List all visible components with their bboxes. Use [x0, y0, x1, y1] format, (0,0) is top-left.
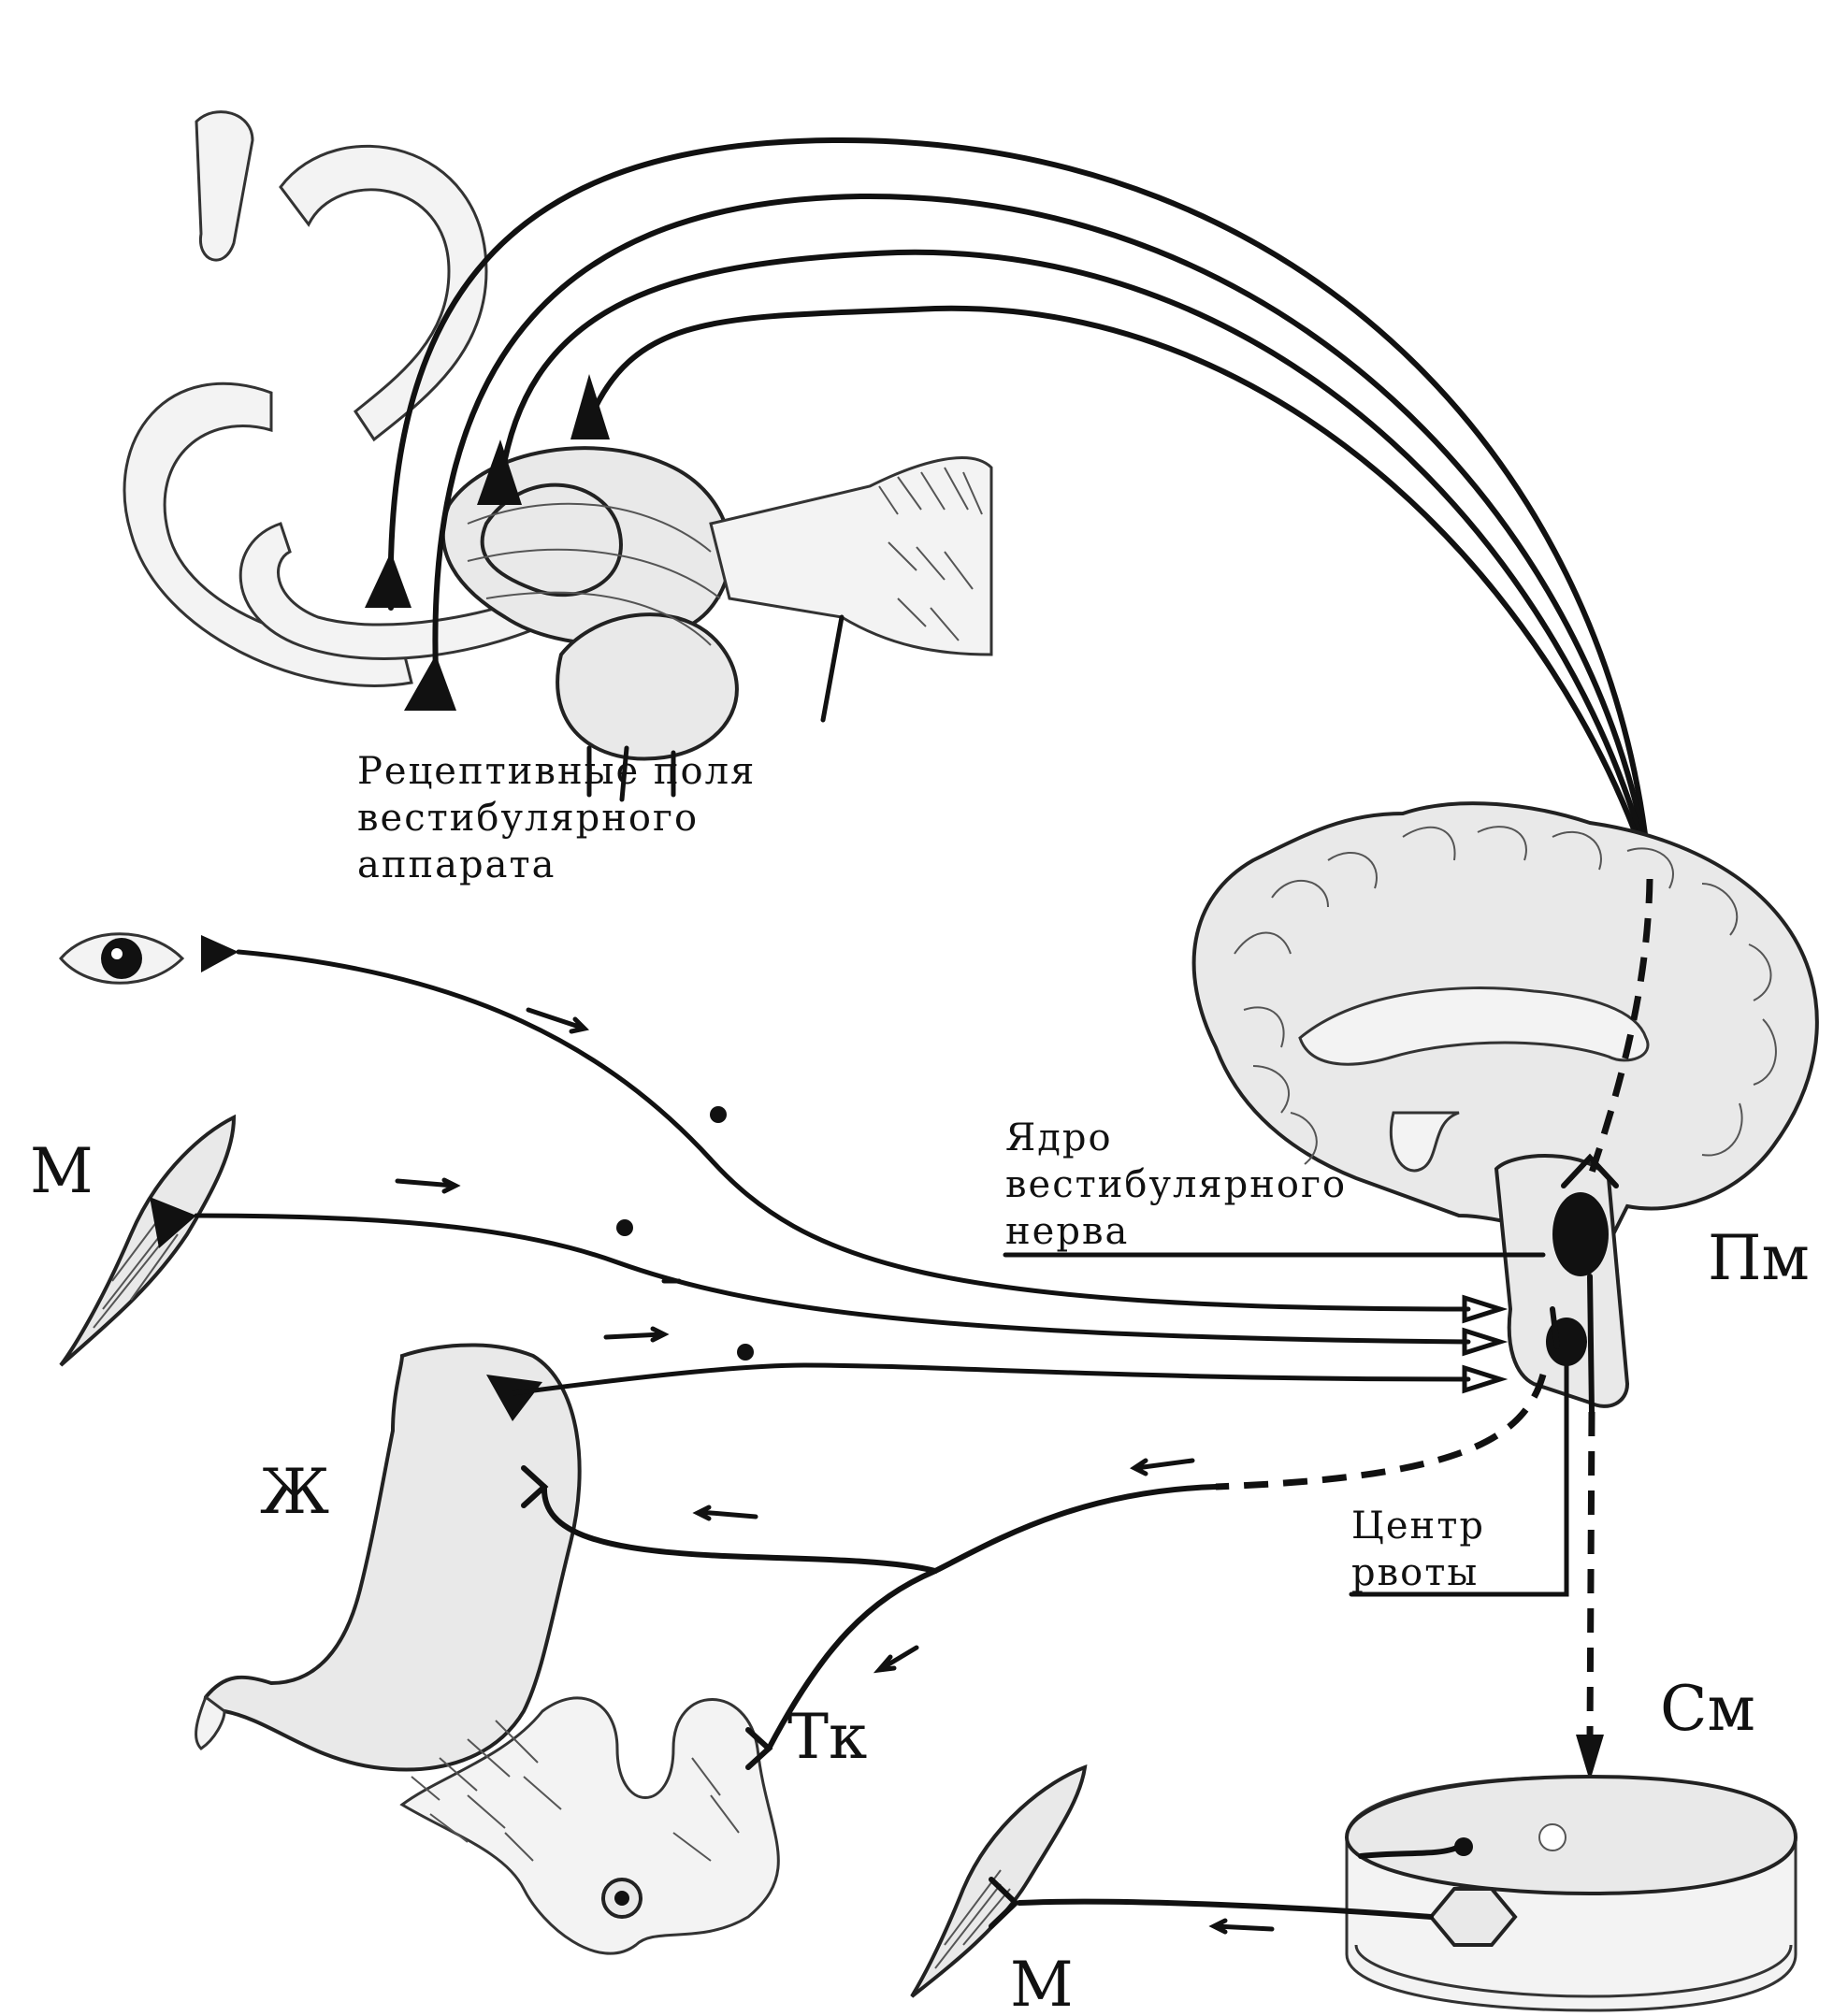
- tissue: [399, 1696, 780, 1955]
- vomit-center-label-1: Центр: [1351, 1505, 1485, 1548]
- medulla-label: Пм: [1708, 1222, 1810, 1294]
- descending-spinal-path: [1586, 1411, 1595, 1740]
- efferent-nerves: [541, 1374, 1547, 1751]
- vestibular-nucleus: [1552, 1192, 1609, 1276]
- eye: [59, 932, 238, 985]
- cortical-descending-path: [1586, 878, 1653, 1180]
- tissue-label: Тк: [787, 1701, 867, 1773]
- spinal-cord: [1344, 1774, 1798, 2012]
- vomit-center-pointer: [1349, 1362, 1569, 1597]
- muscle-bottom-label: М: [1010, 1949, 1074, 2016]
- nucleus-label-3: нерва: [1005, 1210, 1129, 1253]
- nucleus-label-2: вестибулярного: [1005, 1163, 1347, 1206]
- motor-efferent-nerve: [1017, 1898, 1434, 1920]
- vomit-center-label-2: рвоты: [1351, 1551, 1479, 1594]
- muscle-bottom: [910, 1764, 1088, 1998]
- muscle-top: [59, 1114, 237, 1367]
- vestibular-afferent-nerves: [365, 137, 1654, 882]
- brain: [1191, 801, 1819, 1415]
- receptive-fields-label-2: вестибулярного: [357, 797, 699, 840]
- receptive-fields-label-3: аппарата: [357, 843, 556, 886]
- stomach-label: Ж: [260, 1456, 329, 1528]
- receptive-fields-label-1: Рецептивные поля: [357, 750, 756, 793]
- spinal-cord-label: См: [1660, 1673, 1755, 1745]
- vestibular-apparatus: [123, 110, 993, 802]
- stomach: [195, 1343, 582, 1772]
- nucleus-label-1: Ядро: [1005, 1116, 1113, 1159]
- afferent-converging-nerves: [194, 949, 1509, 1396]
- muscle-top-label: М: [30, 1135, 94, 1207]
